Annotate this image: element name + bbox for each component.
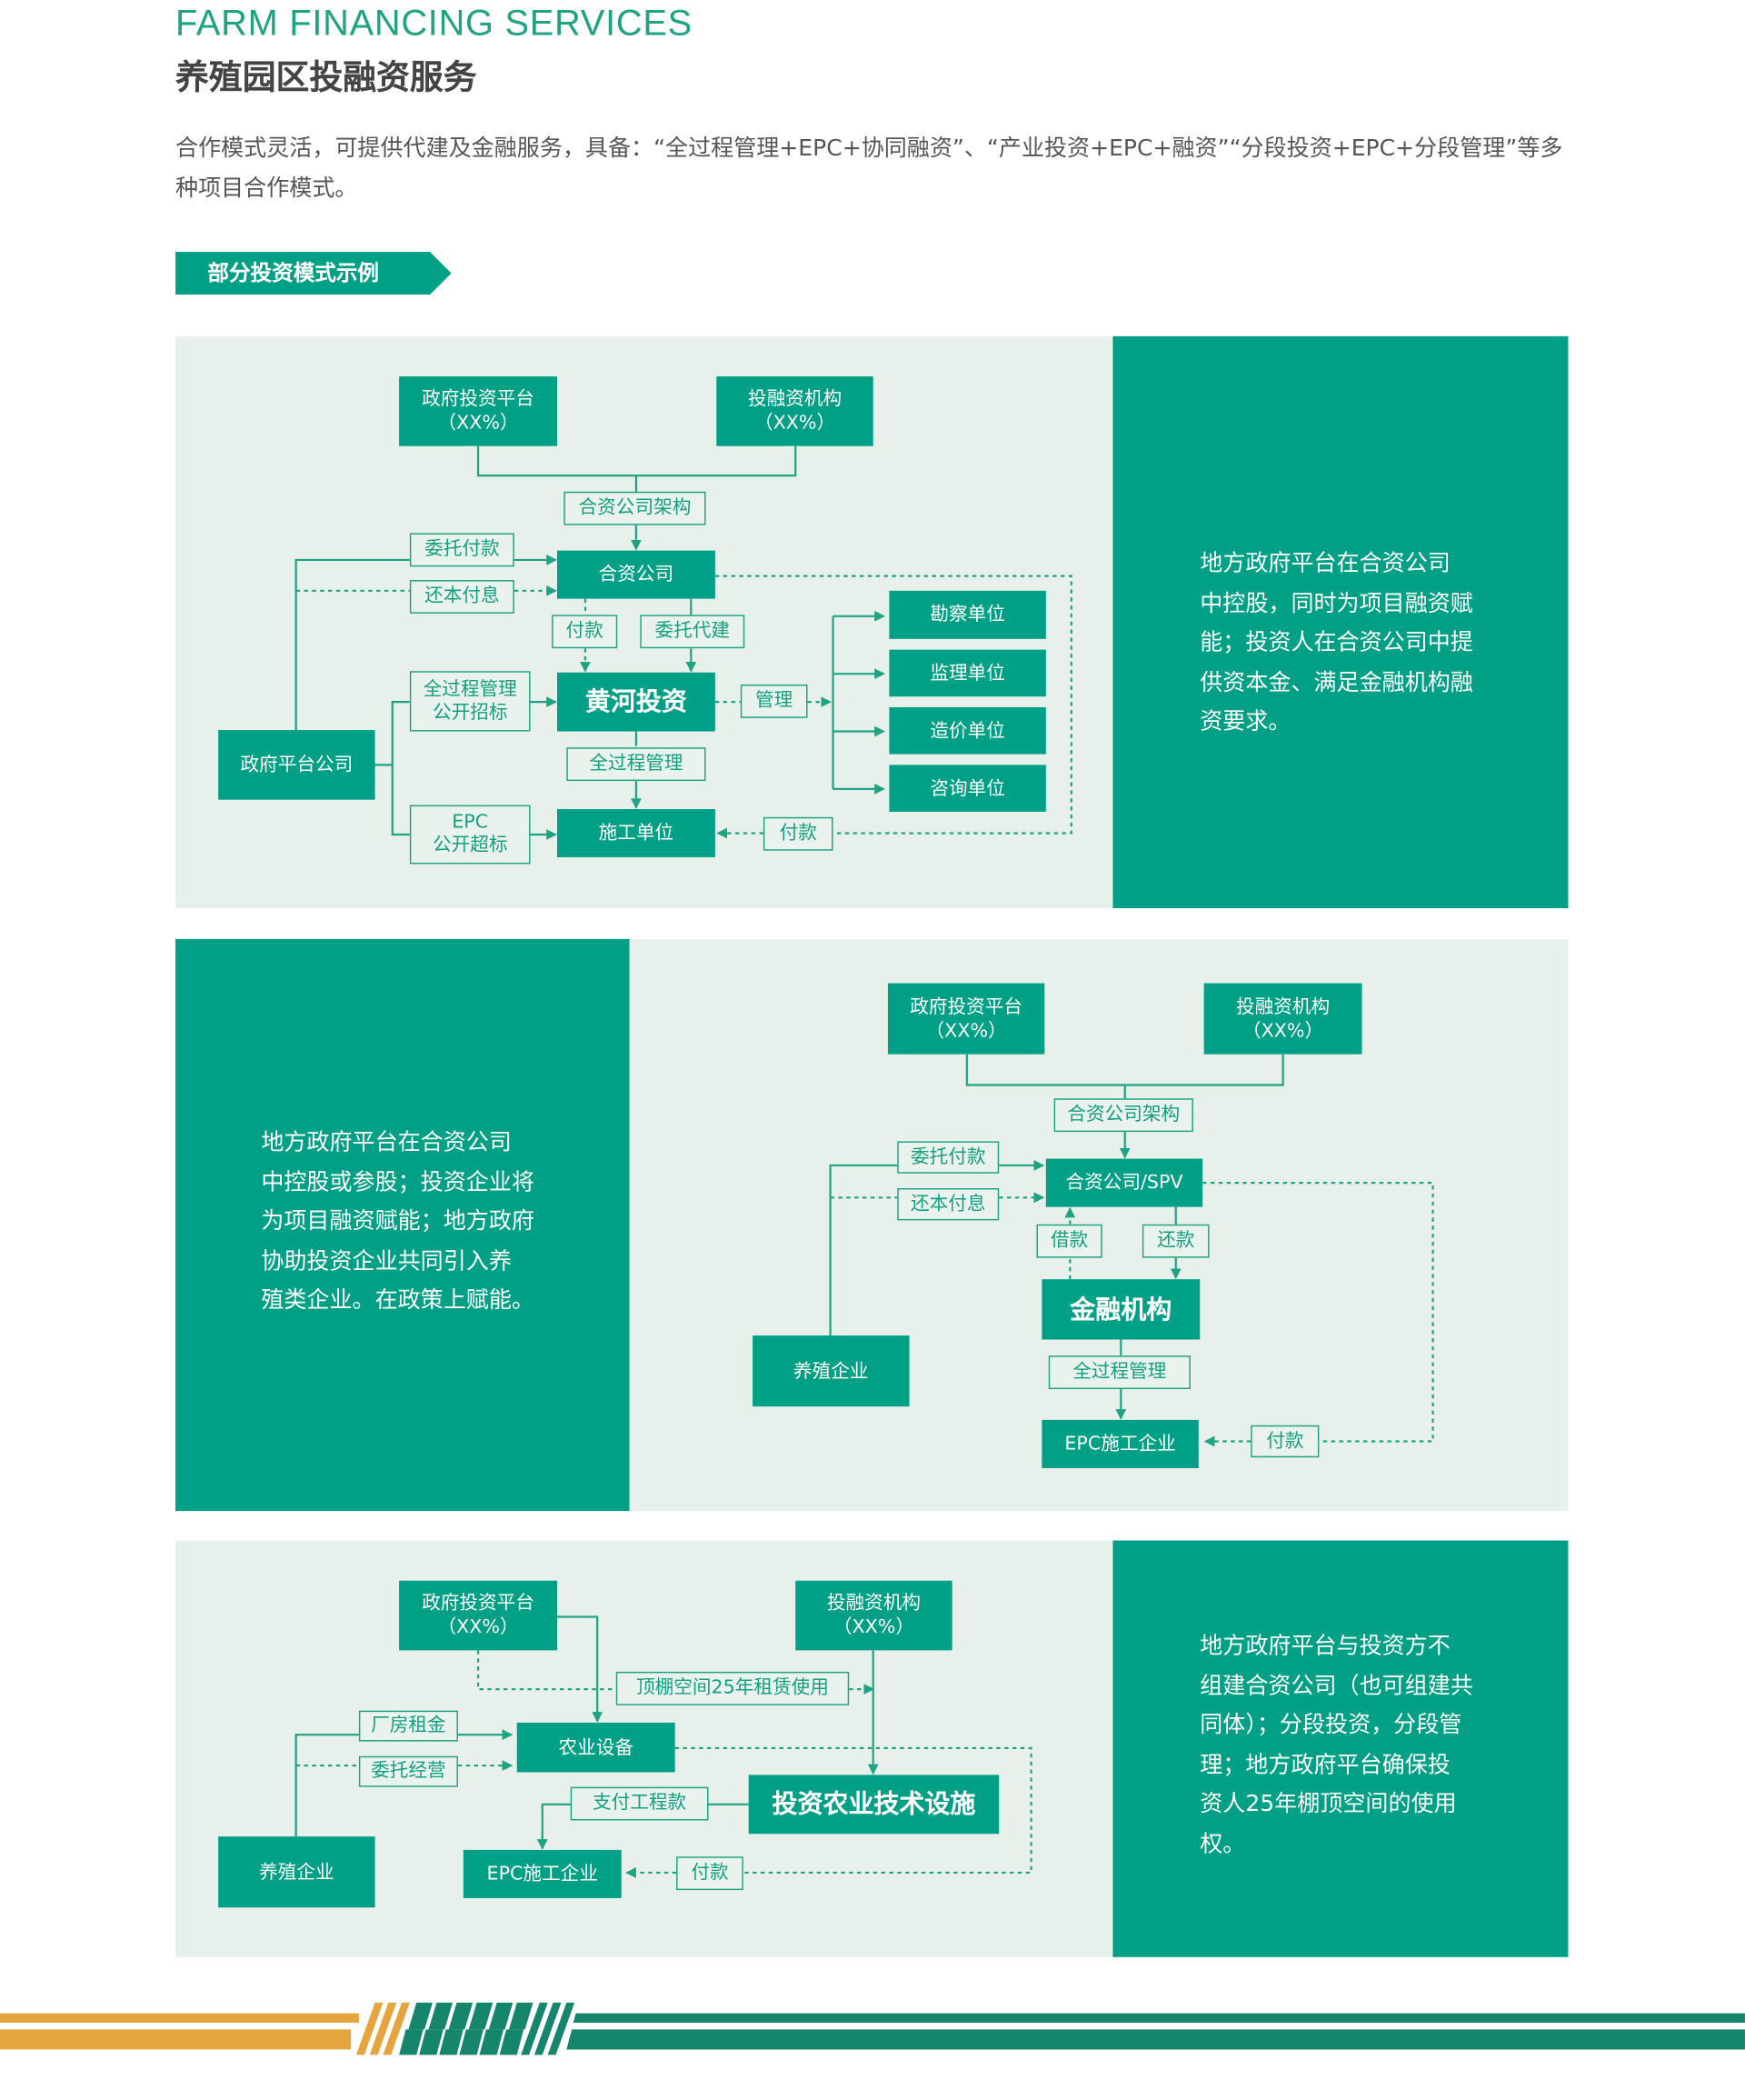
desc-line: 地方政府平台在合资公司 <box>261 1129 512 1156</box>
jv-structure-label: 合资公司架构 <box>1053 1098 1193 1133</box>
box-text: （XX%） <box>925 1020 1007 1042</box>
investment-institution-box: 投融资机构（XX%） <box>716 376 873 446</box>
diagram-1-description: 地方政府平台在合资公司 中控股，同时为项目融资赋 能；投资人在合资公司中提 供资… <box>1112 335 1569 909</box>
box-text: （XX%） <box>437 1616 519 1639</box>
tender-label: 全过程管理公开招标 <box>409 671 531 732</box>
repayment-label: 还本付息 <box>409 580 514 614</box>
cost-unit-box: 造价单位 <box>889 707 1046 755</box>
desc-line: 权。 <box>1200 1831 1246 1858</box>
desc-line: 地方政府平台与投资方不 <box>1200 1633 1451 1660</box>
huanghe-investment-box: 黄河投资 <box>556 672 715 732</box>
box-text: （XX%） <box>833 1616 915 1639</box>
repay-loan-label: 还款 <box>1142 1224 1210 1258</box>
payment-label: 付款 <box>676 1856 743 1891</box>
box-text: 政府投资平台 <box>422 388 534 410</box>
diagram-3-description: 地方政府平台与投资方不 组建合资公司（也可组建共 同体）；分段投资，分段管 理；… <box>1112 1540 1569 1957</box>
box-text: EPC <box>452 811 489 834</box>
payment-label: 付款 <box>1251 1425 1320 1458</box>
box-text: （XX%） <box>1242 1020 1324 1042</box>
jv-structure-label: 合资公司架构 <box>563 491 706 525</box>
box-text: 投融资机构 <box>1236 995 1331 1018</box>
manage-label: 管理 <box>740 684 808 718</box>
survey-unit-box: 勘察单位 <box>889 590 1046 639</box>
section-tag: 部分投资模式示例 <box>175 252 452 295</box>
farming-enterprise-box: 养殖企业 <box>753 1335 910 1407</box>
box-text: 政府投资平台 <box>422 1592 534 1615</box>
gov-platform-company-box: 政府平台公司 <box>218 730 375 800</box>
page-title: 养殖园区投融资服务 <box>175 57 477 97</box>
desc-line: 供资本金、满足金融机构融 <box>1200 669 1473 696</box>
desc-line: 理；地方政府平台确保投 <box>1200 1752 1451 1779</box>
box-text: 投融资机构 <box>826 1592 922 1615</box>
desc-line: 资人25年棚顶空间的使用 <box>1200 1791 1457 1819</box>
gov-investment-platform-box: 政府投资平台（XX%） <box>887 983 1045 1055</box>
lease-label: 顶棚空间25年租赁使用 <box>615 1671 850 1705</box>
gov-investment-platform-box: 政府投资平台（XX%） <box>399 1580 557 1651</box>
payment-label: 付款 <box>763 816 833 851</box>
desc-line: 协助投资企业共同引入养 <box>261 1247 512 1275</box>
desc-line: 同体）；分段投资，分段管 <box>1200 1712 1462 1739</box>
desc-line: 中控股，同时为项目融资赋 <box>1200 590 1473 617</box>
desc-line: 资要求。 <box>1200 709 1291 736</box>
box-text: 公开招标 <box>432 701 508 723</box>
gov-investment-platform-box: 政府投资平台（XX%） <box>399 376 557 446</box>
supervision-unit-box: 监理单位 <box>889 649 1046 697</box>
epc-enterprise-box: EPC施工企业 <box>463 1849 622 1898</box>
loan-label: 借款 <box>1036 1224 1102 1258</box>
box-text: 全过程管理 <box>423 678 517 700</box>
full-process-label: 全过程管理 <box>566 747 706 782</box>
farming-enterprise-box: 养殖企业 <box>218 1836 375 1908</box>
box-text: 政府投资平台 <box>910 995 1023 1018</box>
agri-equipment-box: 农业设备 <box>516 1722 675 1773</box>
agri-tech-facility-box: 投资农业技术设施 <box>748 1775 1000 1835</box>
desc-line: 组建合资公司（也可组建共 <box>1200 1672 1473 1700</box>
entrust-operation-label: 委托经营 <box>358 1755 458 1787</box>
financial-institution-box: 金融机构 <box>1042 1279 1201 1340</box>
jv-company-box: 合资公司 <box>556 550 715 599</box>
desc-line: 中控股或参股；投资企业将 <box>261 1168 534 1196</box>
desc-line: 殖类企业。在政策上赋能。 <box>261 1287 534 1315</box>
payment-label: 付款 <box>552 615 618 649</box>
box-text: （XX%） <box>437 412 519 435</box>
entrust-payment-label: 委托付款 <box>897 1141 1000 1174</box>
box-text: （XX%） <box>753 412 836 435</box>
entrust-build-label: 委托代建 <box>640 615 745 649</box>
english-title: FARM FINANCING SERVICES <box>175 2 693 44</box>
full-process-label: 全过程管理 <box>1048 1355 1191 1390</box>
desc-line: 为项目融资赋能；地方政府 <box>261 1208 534 1235</box>
box-text: 投融资机构 <box>747 388 843 410</box>
desc-line: 地方政府平台在合资公司 <box>1200 550 1451 578</box>
repayment-label: 还本付息 <box>897 1187 1000 1221</box>
desc-line: 能；投资人在合资公司中提 <box>1200 629 1473 657</box>
box-text: 公开超标 <box>432 834 508 856</box>
factory-rent-label: 厂房租金 <box>358 1710 458 1742</box>
intro-paragraph: 合作模式灵活，可提供代建及金融服务，具备：“全过程管理+EPC+协同融资”、“产… <box>175 135 1563 203</box>
jv-spv-box: 合资公司/SPV <box>1045 1158 1203 1207</box>
epc-enterprise-box: EPC施工企业 <box>1042 1419 1199 1468</box>
footer-decoration-stripes <box>0 2002 1745 2055</box>
pay-engineering-label: 支付工程款 <box>570 1786 709 1821</box>
entrust-payment-label: 委托付款 <box>409 533 514 567</box>
diagram-2-description: 地方政府平台在合资公司 中控股或参股；投资企业将 为项目融资赋能；地方政府 协助… <box>175 938 630 1512</box>
investment-institution-box: 投融资机构（XX%） <box>1203 983 1362 1055</box>
construction-unit-box: 施工单位 <box>556 808 715 858</box>
investment-institution-box: 投融资机构（XX%） <box>795 1580 952 1651</box>
consulting-unit-box: 咨询单位 <box>889 765 1046 812</box>
